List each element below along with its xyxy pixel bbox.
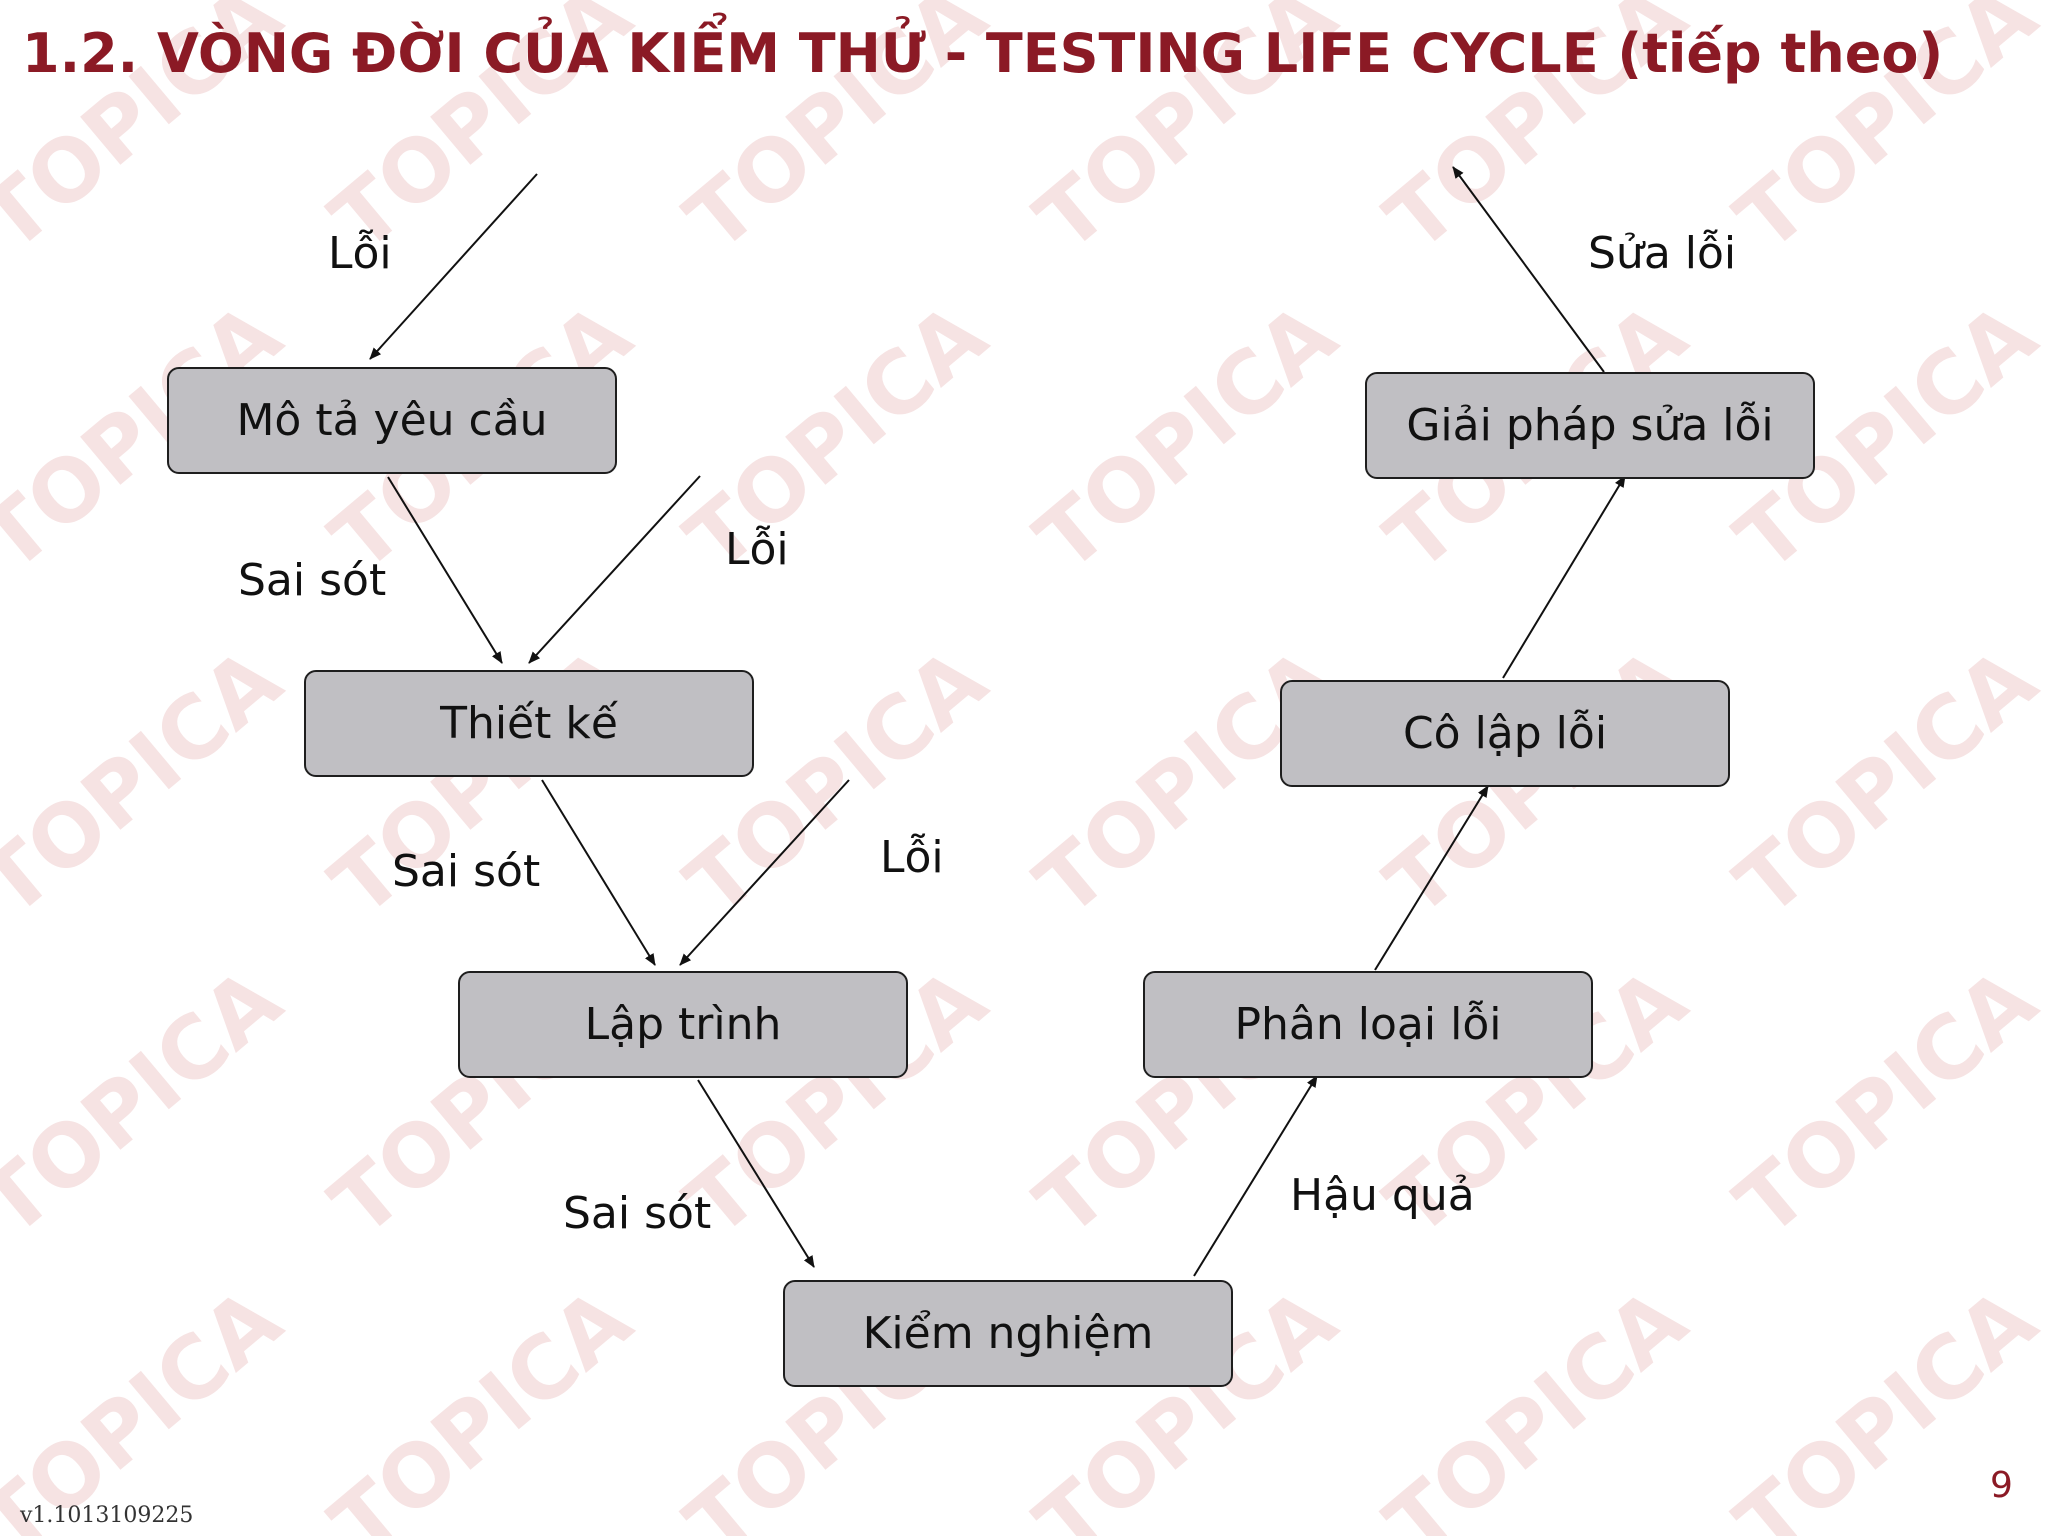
- node-classify-defects: Phân loại lỗi: [1143, 971, 1593, 1078]
- arrow-fix-out-of-solution: [1452, 166, 1605, 373]
- arrow-isolate-to-solution: [1502, 475, 1626, 679]
- label-fault-design: Lỗi: [725, 524, 789, 575]
- arrow-consequence-testing-to-classify: [1193, 1075, 1318, 1277]
- page-number: 9: [1990, 1465, 2013, 1506]
- arrow-fault-into-design: [528, 475, 701, 664]
- arrow-error-design-to-coding: [541, 779, 656, 966]
- arrow-error-coding-to-testing: [697, 1079, 815, 1268]
- label-fault-requirements: Lỗi: [328, 228, 392, 279]
- slide-title: 1.2. VÒNG ĐỜI CỦA KIỂM THỬ - TESTING LIF…: [22, 22, 1944, 85]
- label-fix: Sửa lỗi: [1588, 228, 1737, 279]
- node-testing: Kiểm nghiệm: [783, 1280, 1233, 1387]
- node-requirements: Mô tả yêu cầu: [167, 367, 617, 474]
- arrow-fault-into-requirements: [369, 173, 538, 360]
- label-fault-coding: Lỗi: [880, 832, 944, 883]
- label-consequence: Hậu quả: [1290, 1170, 1475, 1221]
- label-error-coding-testing: Sai sót: [563, 1188, 712, 1239]
- label-error-requirements-design: Sai sót: [238, 555, 387, 606]
- version-code: v1.1013109225: [20, 1503, 194, 1528]
- node-isolate-defects: Cô lập lỗi: [1280, 680, 1730, 787]
- node-coding: Lập trình: [458, 971, 908, 1078]
- arrow-classify-to-isolate: [1374, 785, 1489, 971]
- arrow-fault-into-coding: [679, 779, 850, 966]
- node-design: Thiết kế: [304, 670, 754, 777]
- arrow-error-requirements-to-design: [387, 476, 503, 664]
- node-fix-solution: Giải pháp sửa lỗi: [1365, 372, 1815, 479]
- label-error-design-coding: Sai sót: [392, 846, 541, 897]
